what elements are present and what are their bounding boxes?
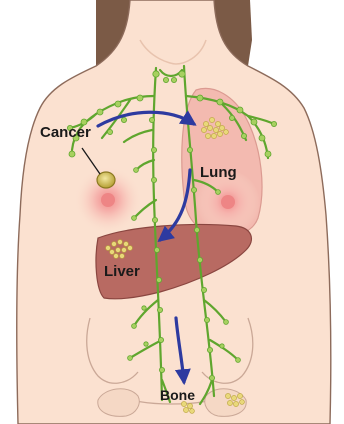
nipple-left xyxy=(101,193,115,207)
label-lung: Lung xyxy=(200,164,237,181)
label-cancer: Cancer xyxy=(40,124,91,141)
primary-tumor xyxy=(97,172,115,188)
label-liver: Liver xyxy=(104,263,140,280)
nipple-right xyxy=(221,195,235,209)
hip-left xyxy=(98,389,139,417)
label-bone: Bone xyxy=(160,387,195,403)
